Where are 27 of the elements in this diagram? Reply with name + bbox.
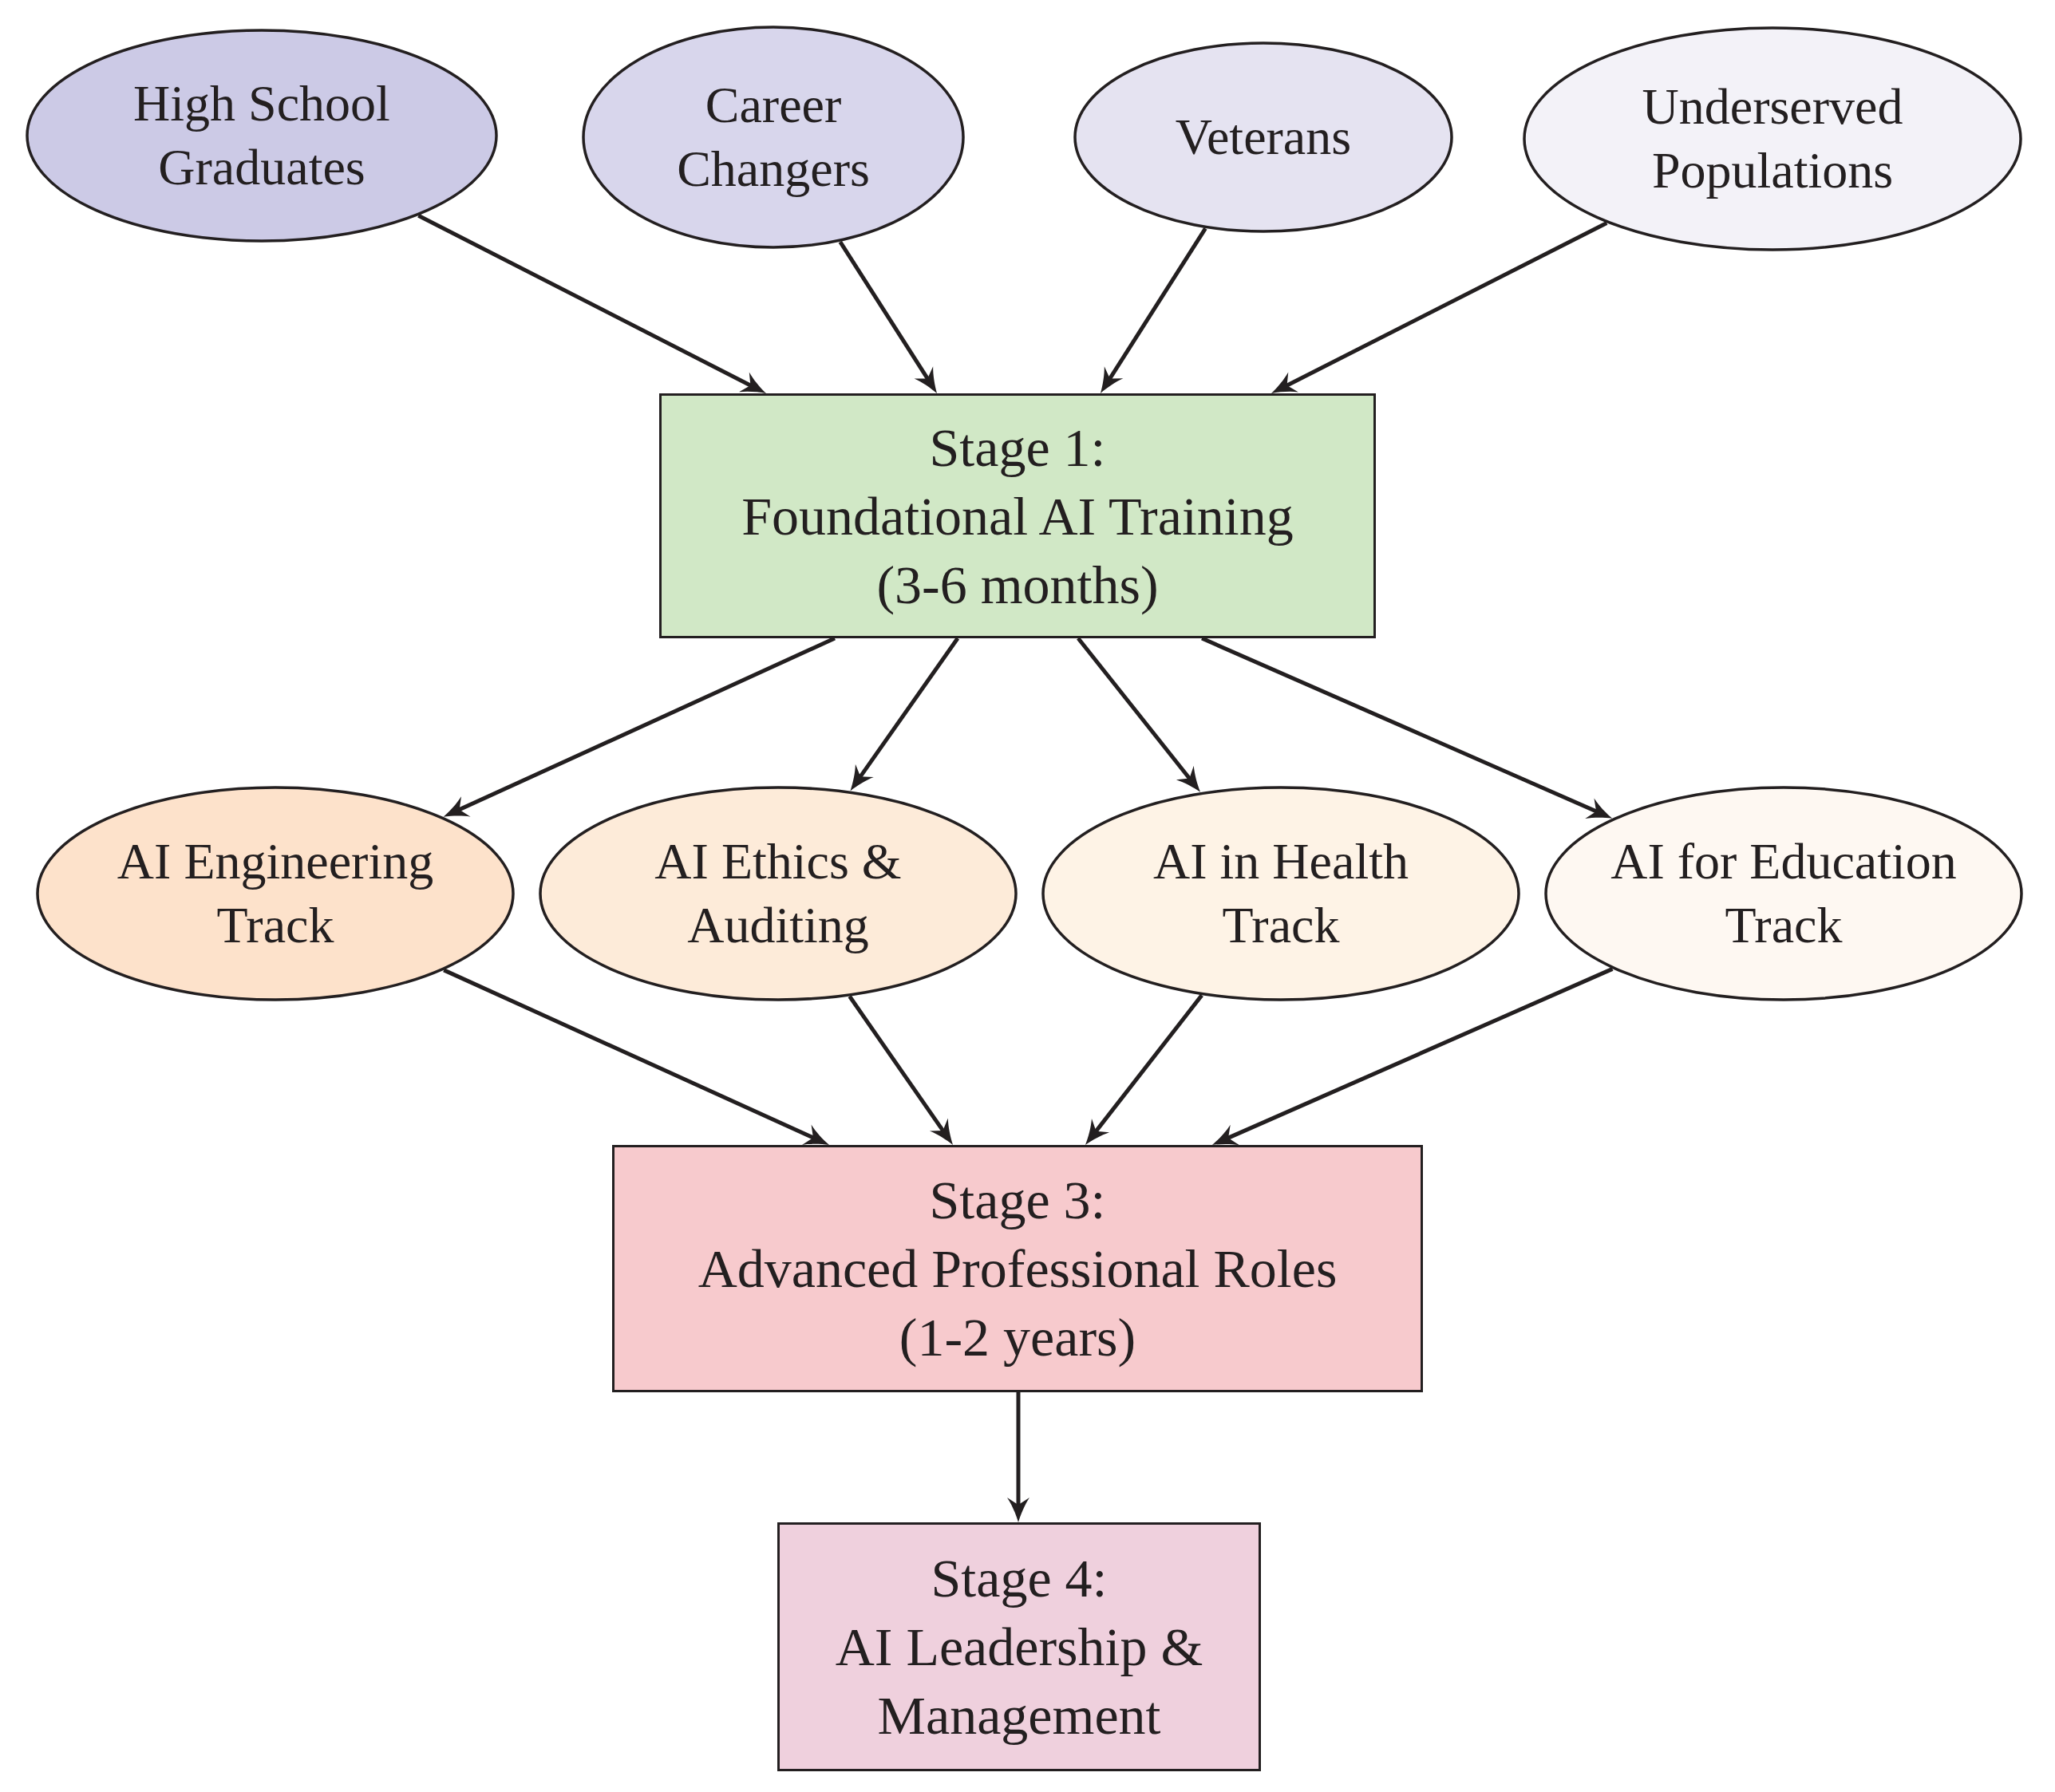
stage-box [659, 393, 1376, 638]
stage-title: Foundational AI Training [741, 484, 1294, 548]
audience-ellipse [26, 29, 498, 243]
audience-ellipse [1523, 26, 2022, 251]
stage-title: AI Leadership & Management [834, 1616, 1204, 1747]
node-label: Veterans [1175, 108, 1352, 167]
audience-ellipse [582, 26, 965, 249]
stage-heading: Stage 3: [929, 1169, 1106, 1232]
node-label: AI Engineering Track [116, 832, 435, 955]
node-label: Underserved Populations [1641, 77, 1904, 200]
node-label: AI for Education Track [1610, 832, 1958, 955]
node-label: AI Ethics & Auditing [654, 832, 903, 955]
node-label: AI in Health Track [1152, 832, 1409, 955]
stage-heading: Stage 1: [929, 416, 1106, 480]
track-ellipse [36, 786, 515, 1001]
stage-heading: Stage 4: [931, 1547, 1108, 1610]
duration-text: (1-2 years) [899, 1306, 1136, 1369]
stage-box [777, 1522, 1261, 1771]
node-label: Career Changers [676, 76, 871, 199]
track-ellipse [1041, 786, 1520, 1001]
audience-ellipse [1073, 41, 1453, 233]
stage-title: Advanced Professional Roles [698, 1237, 1338, 1301]
stage-box [612, 1145, 1423, 1392]
node-label: High School Graduates [132, 74, 391, 197]
track-ellipse [539, 786, 1018, 1001]
duration-text: (3-6 months) [876, 553, 1159, 617]
track-ellipse [1544, 786, 2023, 1001]
